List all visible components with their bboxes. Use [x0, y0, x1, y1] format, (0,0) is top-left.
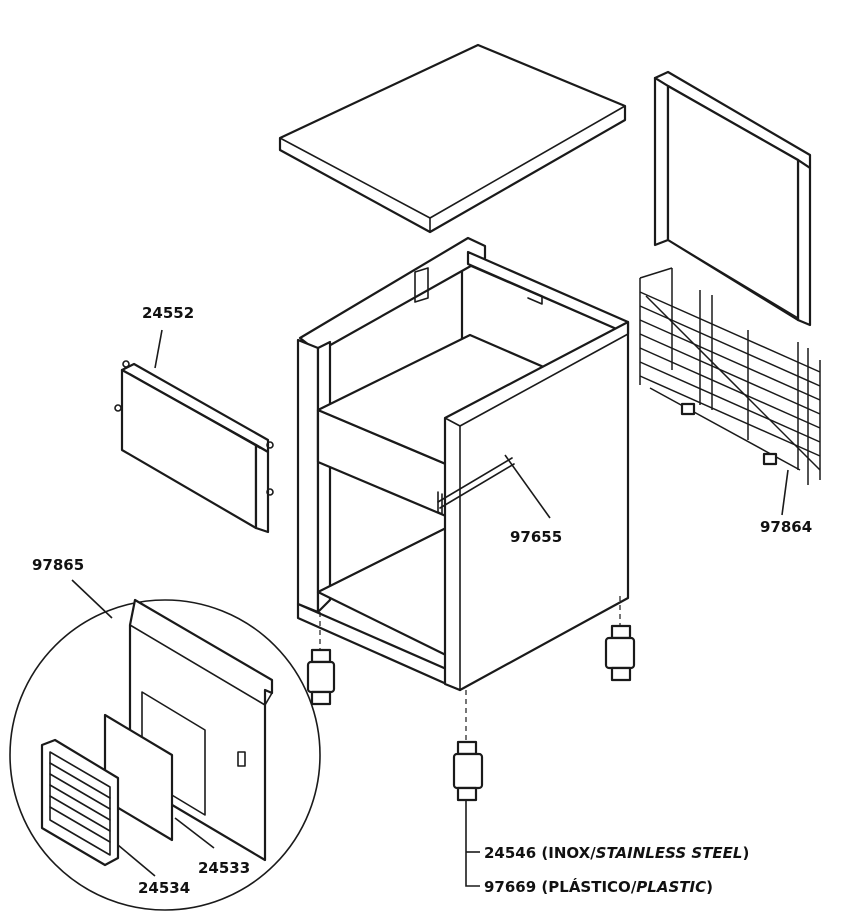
leg-plastic-open: (: [536, 878, 548, 896]
door-kit-detail: [9, 598, 321, 911]
leg-right: [604, 624, 636, 682]
leg-left: [306, 648, 336, 706]
leg-inox-close: ): [742, 844, 749, 862]
leg-inox-term: INOX: [548, 844, 590, 862]
leg-plastic-code: 97669: [484, 878, 536, 896]
label-24534: 24534: [138, 879, 190, 897]
side-rack: [639, 267, 821, 485]
cabinet-body: [296, 236, 630, 692]
leg-plastic-sep: /: [631, 878, 637, 896]
leg-inox-code: 24546: [484, 844, 536, 862]
door-panel: [114, 360, 274, 534]
leg-inox-open: (: [536, 844, 548, 862]
leg-plastic-close: ): [706, 878, 713, 896]
label-97655: 97655: [510, 528, 562, 546]
cabinet-legs: [306, 596, 636, 802]
label-leg-inox: 24546 (INOX/STAINLESS STEEL): [484, 844, 749, 862]
label-97865: 97865: [32, 556, 84, 574]
worktop: [278, 43, 627, 234]
label-24533: 24533: [198, 859, 250, 877]
leader-lines: [71, 329, 789, 887]
back-panel: [653, 70, 812, 327]
label-24552: 24552: [142, 304, 194, 322]
leg-inox-term-en: STAINLESS STEEL: [596, 844, 743, 862]
leg-inox-sep: /: [590, 844, 596, 862]
leg-plastic-term-en: PLASTIC: [636, 878, 706, 896]
label-leg-plastic: 97669 (PLÁSTICO/PLASTIC): [484, 877, 713, 896]
label-97864: 97864: [760, 518, 812, 536]
leg-exploded: [452, 740, 484, 802]
leg-plastic-term: PLÁSTICO: [548, 877, 631, 896]
